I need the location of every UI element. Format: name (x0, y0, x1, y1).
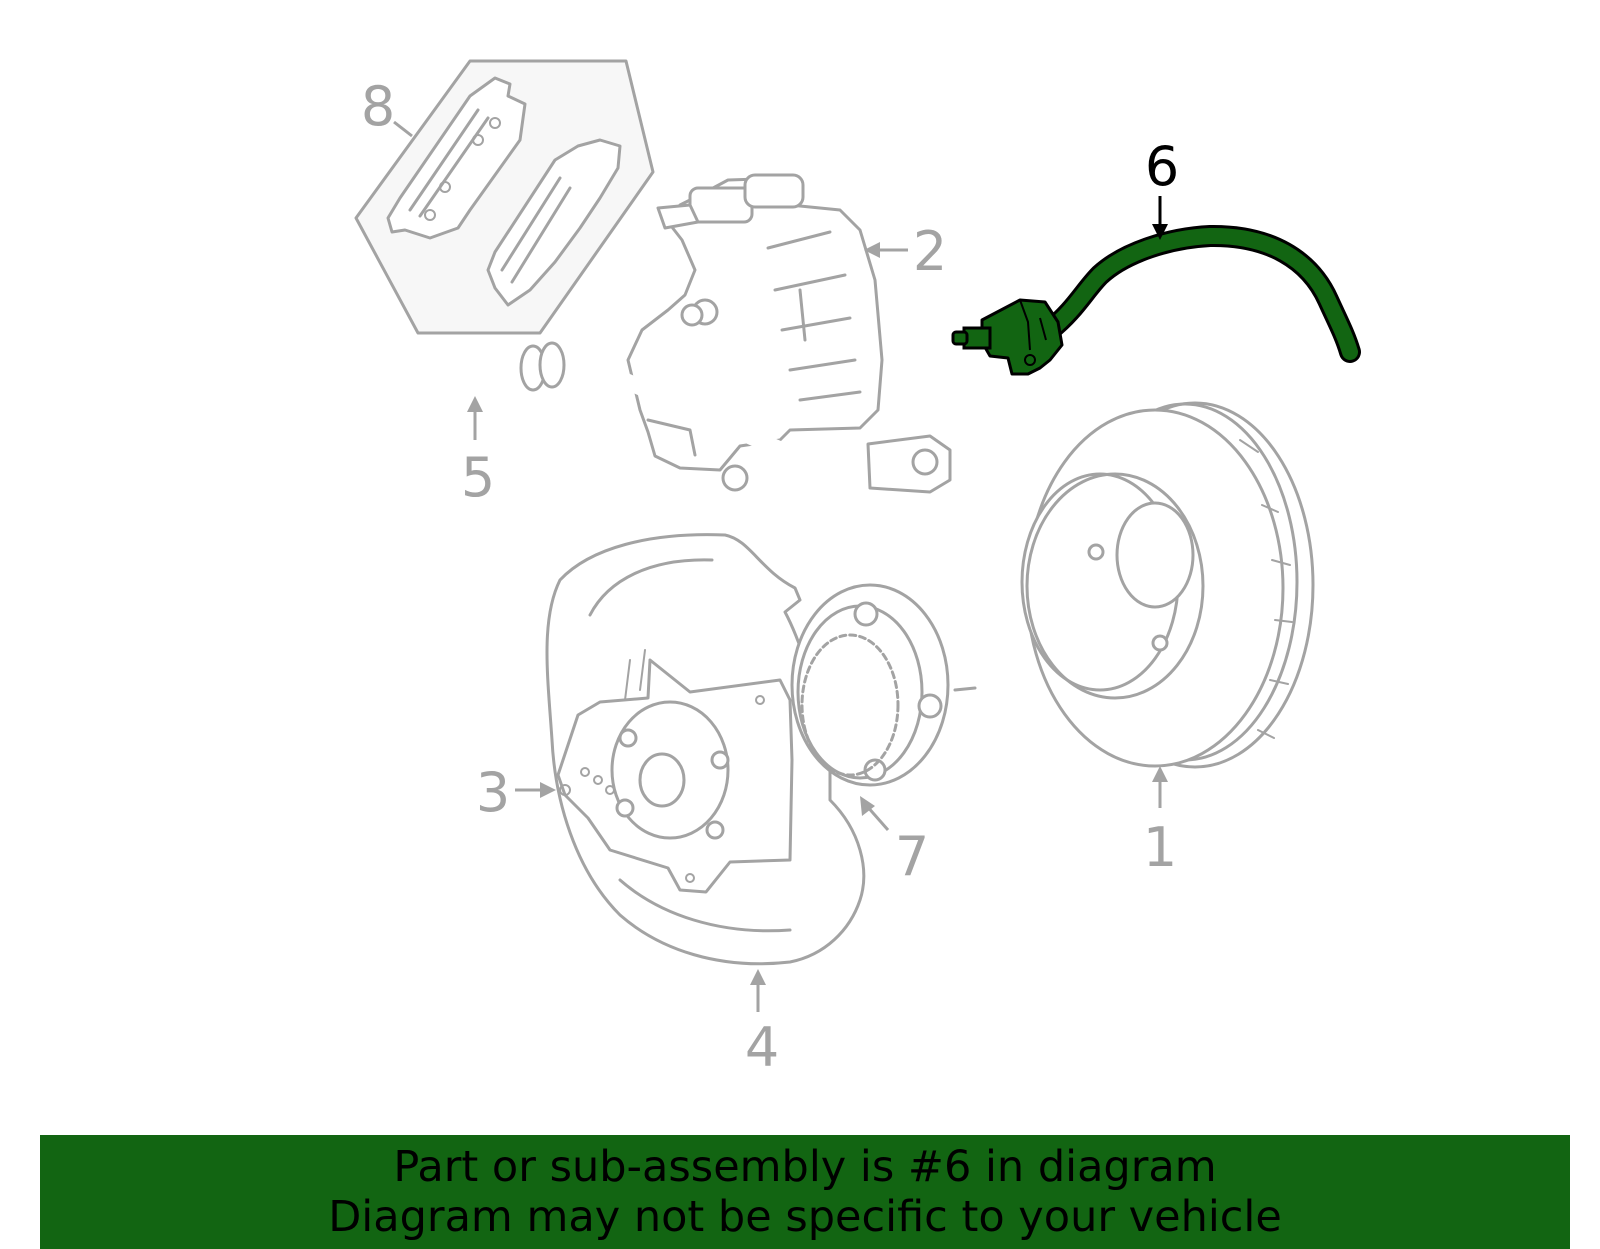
callout-6: 6 (1145, 135, 1179, 240)
callout-3: 3 (476, 761, 556, 824)
callout-label-8: 8 (361, 75, 395, 138)
part-7-hub-bearing[interactable] (790, 583, 977, 787)
part-3-knuckle[interactable] (556, 658, 794, 894)
callout-8: 8 (361, 75, 413, 138)
callout-label-6: 6 (1145, 135, 1179, 198)
callout-label-5: 5 (461, 446, 495, 509)
banner-line-2: Diagram may not be specific to your vehi… (328, 1192, 1282, 1242)
callout-label-2: 2 (913, 220, 947, 283)
callout-7: 7 (860, 796, 929, 888)
part-1-rotor[interactable] (1020, 401, 1315, 769)
callout-label-7: 7 (895, 825, 929, 888)
callout-2: 2 (864, 220, 947, 283)
callout-label-1: 1 (1143, 816, 1177, 879)
part-6-abs-sensor[interactable] (951, 224, 1361, 376)
part-5-brake-hose[interactable] (310, 308, 952, 494)
banner-line-1: Part or sub-assembly is #6 in diagram (393, 1142, 1217, 1192)
callout-1: 1 (1143, 766, 1177, 879)
part-8-brake-pads[interactable] (354, 59, 655, 335)
part-2-caliper[interactable] (626, 173, 884, 492)
callout-5: 5 (461, 396, 495, 509)
info-banner: Part or sub-assembly is #6 in diagram Di… (40, 1135, 1570, 1249)
callout-label-4: 4 (745, 1016, 779, 1079)
callout-label-3: 3 (476, 761, 510, 824)
callout-4: 4 (745, 969, 779, 1079)
